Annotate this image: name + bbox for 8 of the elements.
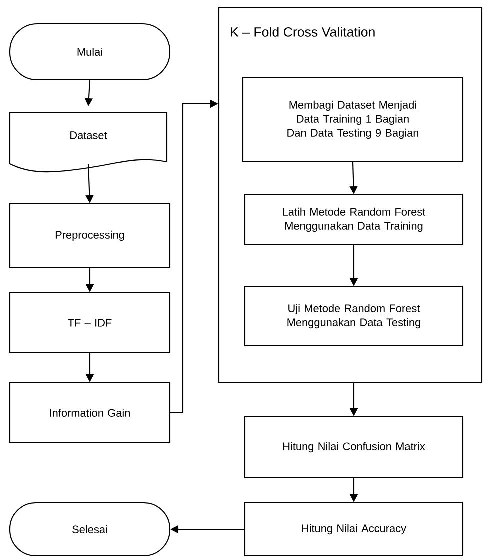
process-box: Membagi Dataset Menjadi Data Training 1 Bagian Dan Data Testing 9 Bagian xyxy=(242,77,464,163)
process-box: Hitung Nilai Confusion Matrix xyxy=(244,416,464,479)
process-box: Information Gain xyxy=(9,382,171,444)
process-box: Latih Metode Random Forest Menggunakan Data Training xyxy=(244,194,464,246)
process-box: TF – IDF xyxy=(9,292,171,354)
process-box: Uji Metode Random Forest Menggunakan Data Testing xyxy=(244,286,464,347)
process-box: Hitung Nilai Accuracy xyxy=(244,502,464,557)
process-box: Preprocessing xyxy=(9,203,171,269)
